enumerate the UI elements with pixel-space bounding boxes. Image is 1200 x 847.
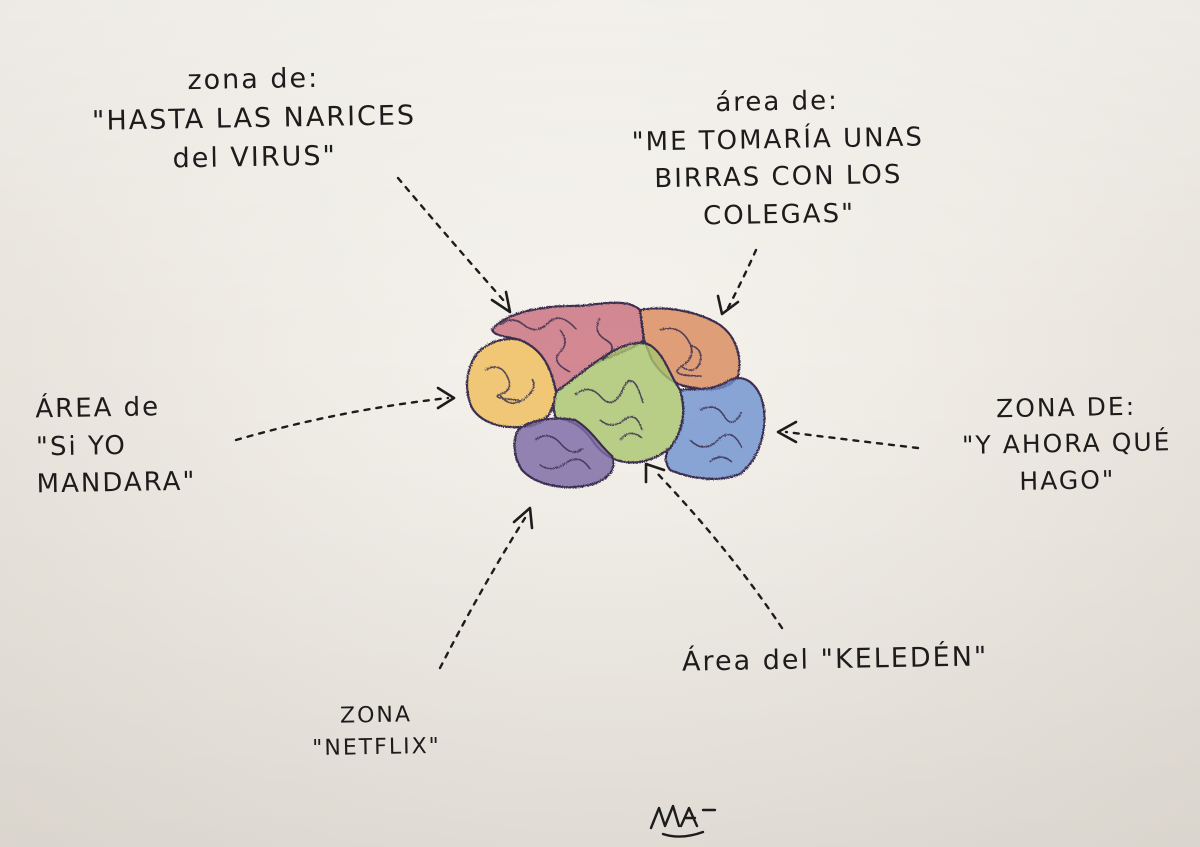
arrow-right	[784, 430, 920, 450]
arrowhead-bottom-right	[644, 462, 666, 484]
arrow-bottom-left	[438, 516, 527, 670]
label-hasta-las-narices: zona de: "HASTA LAS NARICES del VIRUS"	[91, 57, 417, 180]
arrowhead-bottom-left	[512, 506, 534, 530]
signature	[649, 804, 717, 838]
label-line: HAGO"	[1019, 464, 1116, 496]
label-line: ÁREA de	[35, 392, 161, 425]
brain-lobe-yellow	[466, 337, 558, 429]
label-line: "Y AHORA QUÉ	[961, 427, 1172, 461]
brain-illustration	[466, 301, 766, 489]
arrow-left	[234, 396, 450, 442]
brain-lobe-blue	[664, 377, 766, 481]
label-line: COLEGAS"	[702, 198, 856, 232]
label-line: "ME TOMARÍA UNAS	[631, 122, 925, 158]
label-line: área de:	[715, 85, 840, 119]
label-y-ahora-que-hago: ZONA DE: "Y AHORA QUÉ HAGO"	[961, 388, 1172, 500]
label-line: BIRRAS CON LOS	[654, 160, 903, 195]
label-line: "Si YO	[35, 430, 128, 463]
arrow-top-left	[396, 176, 507, 304]
label-keleden: Área del "KELEDÉN"	[682, 637, 989, 681]
label-line: "HASTA LAS NARICES	[91, 100, 417, 137]
label-birras: área de: "ME TOMARÍA UNAS BIRRAS CON LOS…	[631, 81, 926, 237]
label-si-yo-mandara: ÁREA de "Si YO MANDARA"	[35, 389, 197, 505]
label-line: ZONA DE:	[995, 391, 1137, 424]
arrowhead-top-right	[716, 294, 740, 316]
label-line: "NETFLIX"	[312, 733, 441, 762]
label-line: MANDARA"	[36, 466, 197, 500]
arrow-top-right	[726, 248, 758, 310]
label-line: del VIRUS"	[172, 140, 338, 175]
arrow-bottom-right	[654, 470, 784, 630]
label-line: ZONA	[339, 702, 413, 729]
arrowheads	[436, 290, 798, 530]
arrowhead-left	[436, 386, 456, 410]
label-netflix: ZONA "NETFLIX"	[311, 699, 441, 765]
arrowhead-top-left	[490, 290, 512, 314]
arrows	[234, 176, 920, 670]
brain-lobe-purple	[513, 417, 615, 489]
label-line: zona de:	[187, 62, 320, 97]
label-line: Área del "KELEDÉN"	[681, 641, 989, 678]
arrowhead-right	[776, 420, 798, 444]
